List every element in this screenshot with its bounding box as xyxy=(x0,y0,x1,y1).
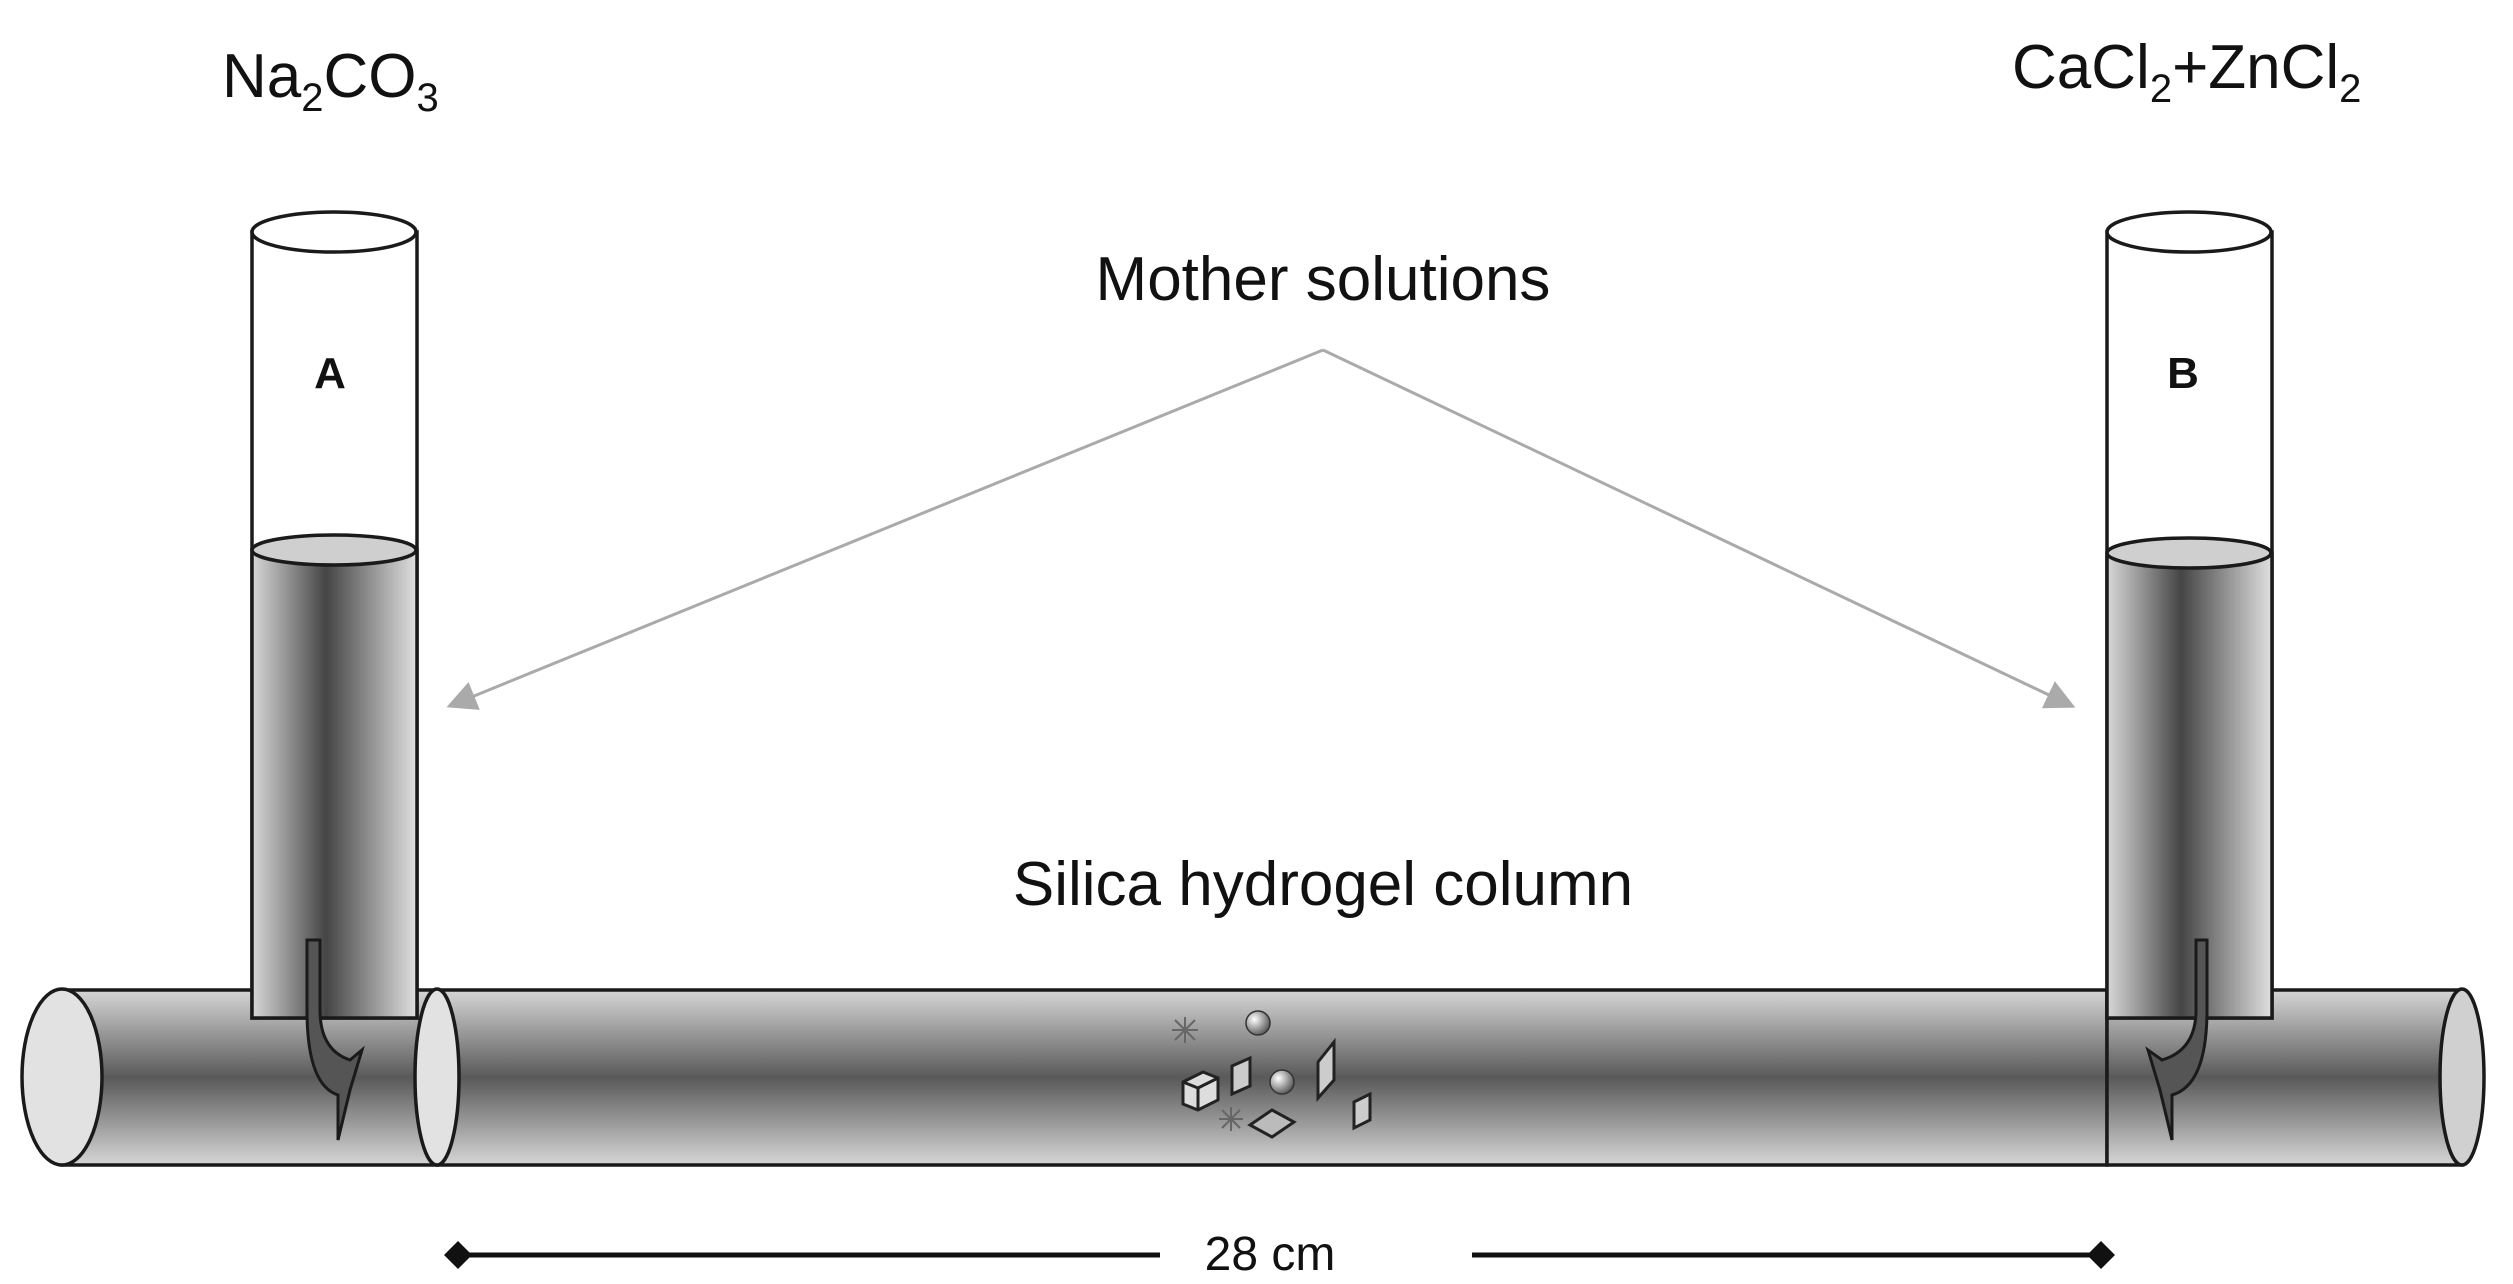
tube-a-label: A xyxy=(314,349,346,398)
reagent-left-na: Na xyxy=(222,42,302,111)
flow-arrow-b-icon xyxy=(2145,938,2209,1141)
crystal-prism-icon xyxy=(1316,1037,1336,1102)
crystal-star-icon xyxy=(1172,1017,1198,1043)
reagent-right-zncl: +ZnCl xyxy=(2172,33,2339,102)
column-label: Silica hydrogel column xyxy=(1013,850,1633,919)
crystals-cluster xyxy=(1172,1010,1372,1139)
arrow-right xyxy=(1322,348,2076,709)
tube-a xyxy=(250,210,419,1141)
arrow-left xyxy=(446,348,1324,710)
crystal-sphere xyxy=(1269,1069,1295,1095)
reagent-right-sub1: 2 xyxy=(2150,67,2172,111)
crystal-prism-icon xyxy=(1352,1091,1372,1131)
reagent-right-label: CaCl2+ZnCl2 xyxy=(2012,33,2361,111)
flow-arrow-a-icon xyxy=(305,938,365,1141)
crystal-sphere xyxy=(1245,1010,1271,1036)
reagent-left-sub2: 3 xyxy=(417,76,439,120)
crystal-plate-icon xyxy=(1247,1108,1297,1139)
crystal-star-icon xyxy=(1219,1107,1243,1131)
dimension-label: 28 cm xyxy=(1205,1228,1336,1281)
tube-b xyxy=(2105,210,2274,1141)
dimension-line xyxy=(444,1241,2115,1269)
reagent-right-sub2: 2 xyxy=(2339,67,2361,111)
mother-solutions-label: Mother solutions xyxy=(1096,245,1551,314)
crystal-prism-icon xyxy=(1230,1055,1252,1097)
reagent-left-label: Na2CO3 xyxy=(222,42,439,120)
reagent-left-sub1: 2 xyxy=(301,76,323,120)
tube-b-label: B xyxy=(2167,349,2199,398)
reagent-left-co: CO xyxy=(324,42,417,111)
reagent-right-cacl: CaCl xyxy=(2012,33,2150,102)
crystal-cube-icon xyxy=(1181,1070,1220,1112)
